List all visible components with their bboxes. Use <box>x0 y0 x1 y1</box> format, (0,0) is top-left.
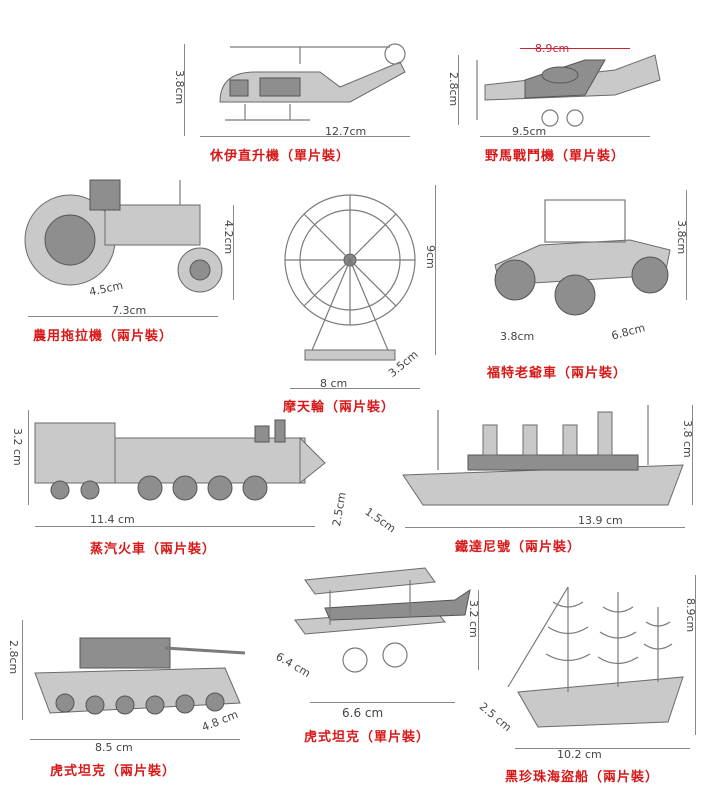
ford-height-dim: 3.8cm <box>675 220 688 255</box>
pirateship-width-dim: 10.2 cm <box>557 748 602 761</box>
helicopter-label: 休伊直升機（單片裝） <box>210 149 351 164</box>
ford-label: 福特老爺車（兩片裝） <box>487 366 628 381</box>
tractor-model-image <box>24 179 223 293</box>
biplane-height-dim: 3.2 cm <box>467 600 480 638</box>
pirateship-height-dim: 8.9cm <box>684 598 697 633</box>
biplane-label: 虎式坦克（單片裝） <box>304 730 431 745</box>
pirate-ship-model-image <box>507 586 684 728</box>
locomotive-height-dim: 3.2 cm <box>11 428 24 466</box>
helicopter-model-image <box>219 43 406 121</box>
tractor-label: 農用拖拉機（兩片裝） <box>33 329 174 344</box>
titanic-depth-dim: 1.5cm <box>362 505 399 536</box>
mustang-label: 野馬戰鬥機（單片裝） <box>485 149 626 164</box>
locomotive-label: 蒸汽火車（兩片裝） <box>90 542 217 557</box>
titanic-label: 鐵達尼號（兩片裝） <box>455 540 582 555</box>
ferris-width-dim: 8 cm <box>320 377 348 390</box>
tractor-height-dim: 4.2cm <box>222 220 235 255</box>
tank-height-dim: 2.8cm <box>7 640 20 675</box>
helicopter-width-dim: 12.7cm <box>325 125 367 138</box>
tank-length-dim: 8.5 cm <box>95 741 133 754</box>
tank-label: 虎式坦克（兩片裝） <box>50 764 177 779</box>
pirateship-label: 黑珍珠海盜船（兩片裝） <box>505 770 660 785</box>
ford-depth-dim: 3.8cm <box>500 330 535 343</box>
locomotive-model-image <box>34 419 326 501</box>
ferris-height-dim: 9cm <box>424 245 437 269</box>
ferris-label: 摩天輪（兩片裝） <box>283 400 396 415</box>
biplane-width-dim: 6.6 cm <box>342 706 384 720</box>
locomotive-depth-dim: 2.5cm <box>330 491 349 528</box>
ford-car-model-image <box>494 199 671 316</box>
mustang-wingspan-dim: 8.9cm <box>535 42 570 55</box>
locomotive-length-dim: 11.4 cm <box>90 513 135 526</box>
ford-length-dim: 6.8cm <box>610 321 647 343</box>
ferris-wheel-model-image <box>284 194 416 361</box>
titanic-length-dim: 13.9 cm <box>578 514 623 527</box>
titanic-model-image <box>402 405 684 506</box>
titanic-height-dim: 3.8 cm <box>681 420 694 458</box>
mustang-model-image <box>476 54 661 127</box>
tractor-width-dim: 7.3cm <box>112 304 147 317</box>
mustang-length-dim: 9.5cm <box>512 125 547 138</box>
mustang-height-dim: 2.8cm <box>447 72 460 107</box>
biplane-model-image <box>294 567 471 673</box>
helicopter-height-dim: 3.8cm <box>173 70 186 105</box>
tiger-tank-model-image <box>34 637 246 715</box>
